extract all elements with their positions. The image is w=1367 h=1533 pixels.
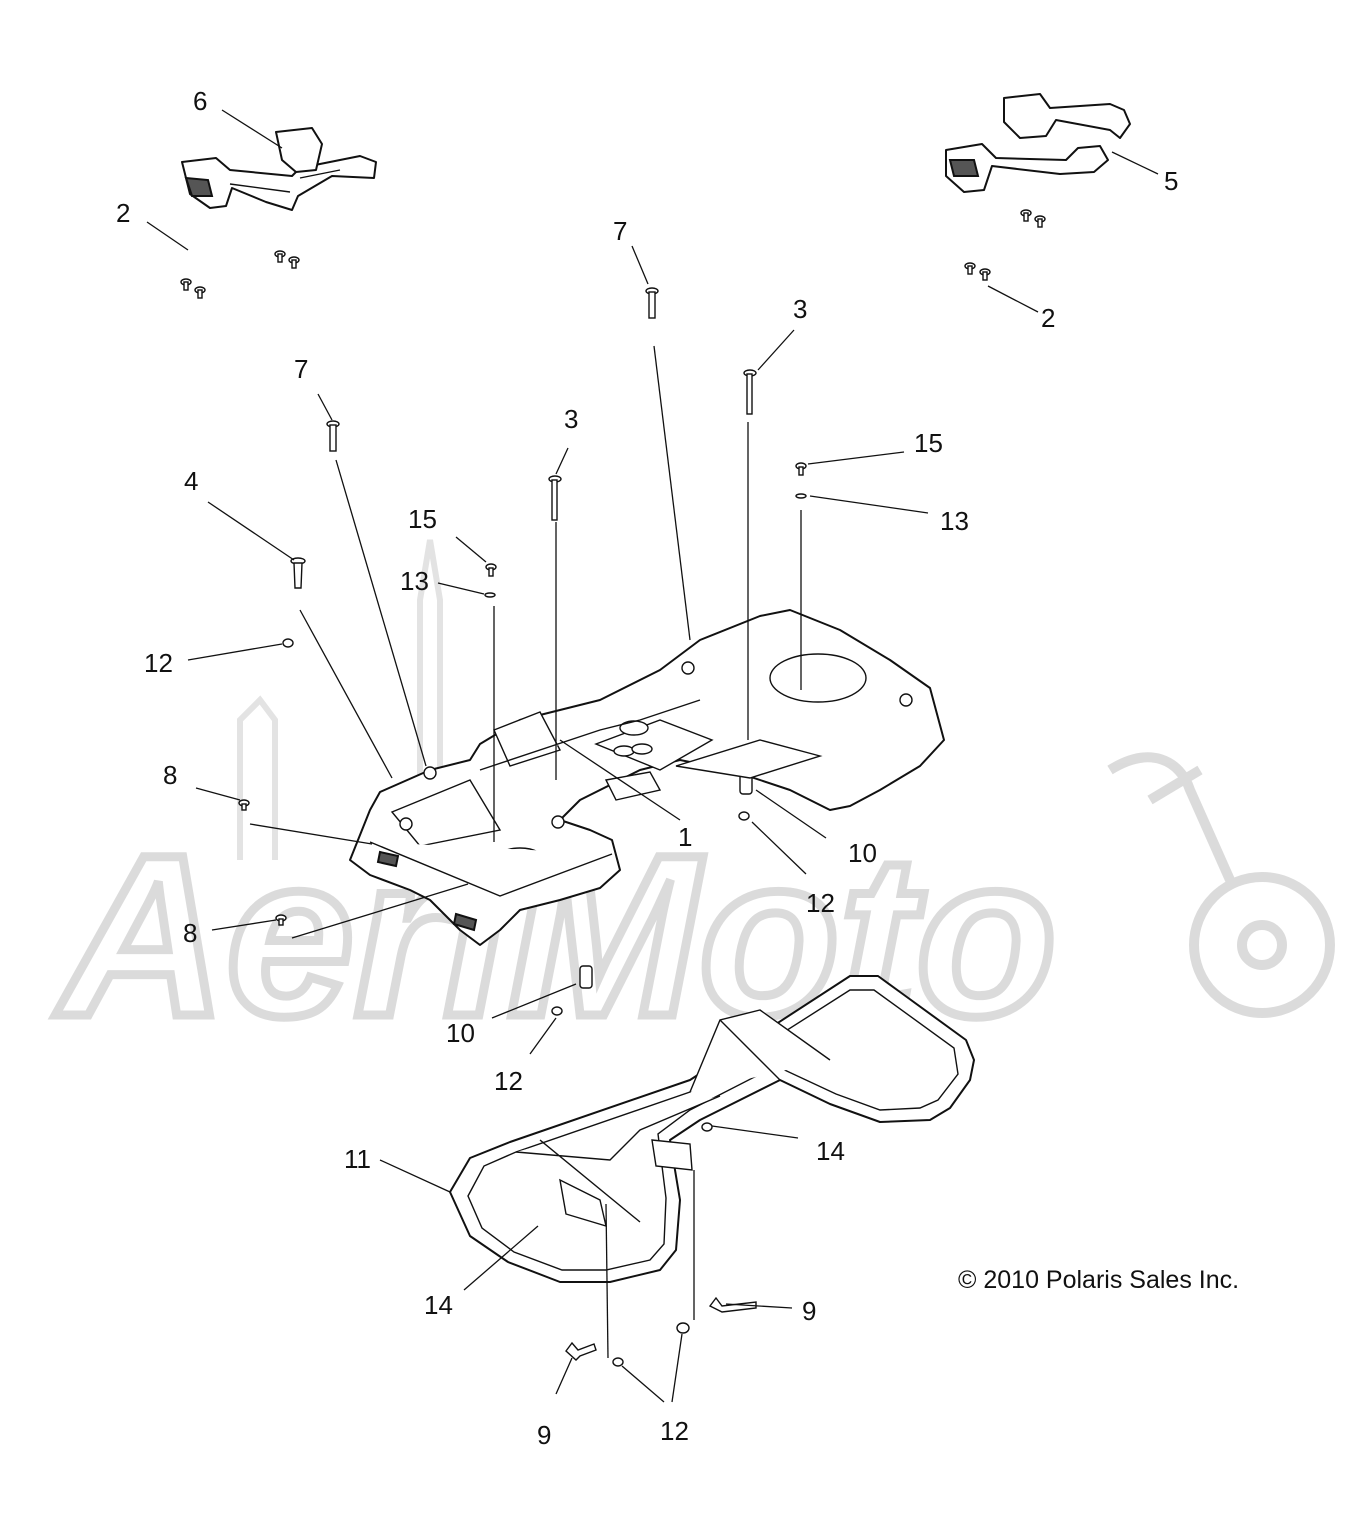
callout-8-lower: 8 [183, 918, 197, 948]
callout-9-bottom: 9 [537, 1420, 551, 1450]
callout-10-lower: 10 [446, 1018, 475, 1048]
callout-2-left: 2 [116, 198, 130, 228]
callout-9-right: 9 [802, 1296, 816, 1326]
long-screws [238, 287, 807, 1367]
motorcycle-watermark-icon [1107, 752, 1335, 1018]
callout-7-left: 7 [294, 354, 308, 384]
callout-2-right: 2 [1041, 303, 1055, 333]
castle-watermark-icon [237, 539, 443, 860]
callout-10-right: 10 [848, 838, 877, 868]
callout-15-right: 15 [914, 428, 943, 458]
callout-12-right: 12 [806, 888, 835, 918]
callout-4: 4 [184, 466, 198, 496]
callout-14-right: 14 [816, 1136, 845, 1166]
rack-frame [449, 975, 975, 1283]
callout-12-bottom: 12 [660, 1416, 689, 1446]
callout-8-upper: 8 [163, 760, 177, 790]
rack-cover [349, 609, 945, 946]
callout-5: 5 [1164, 166, 1178, 196]
callout-12-lower: 12 [494, 1066, 523, 1096]
callout-15-left: 15 [408, 504, 437, 534]
callout-12-left: 12 [144, 648, 173, 678]
callout-14-left: 14 [424, 1290, 453, 1320]
callout-1: 1 [678, 822, 692, 852]
grab-handle-left [181, 127, 377, 211]
copyright-notice: © 2010 Polaris Sales Inc. [958, 1266, 1240, 1294]
callout-6: 6 [193, 86, 207, 116]
callout-3-right: 3 [793, 294, 807, 324]
callout-7-top: 7 [613, 216, 627, 246]
callout-13-left: 13 [400, 566, 429, 596]
screw-set [180, 209, 1046, 299]
callout-labels: 6 5 2 2 7 7 3 3 15 15 13 13 4 12 12 12 1… [116, 86, 1178, 1450]
callout-11: 11 [344, 1144, 371, 1174]
leader-lines [146, 109, 1159, 1403]
callout-13-right: 13 [940, 506, 969, 536]
grab-handle-right [945, 93, 1131, 193]
callout-3-center: 3 [564, 404, 578, 434]
